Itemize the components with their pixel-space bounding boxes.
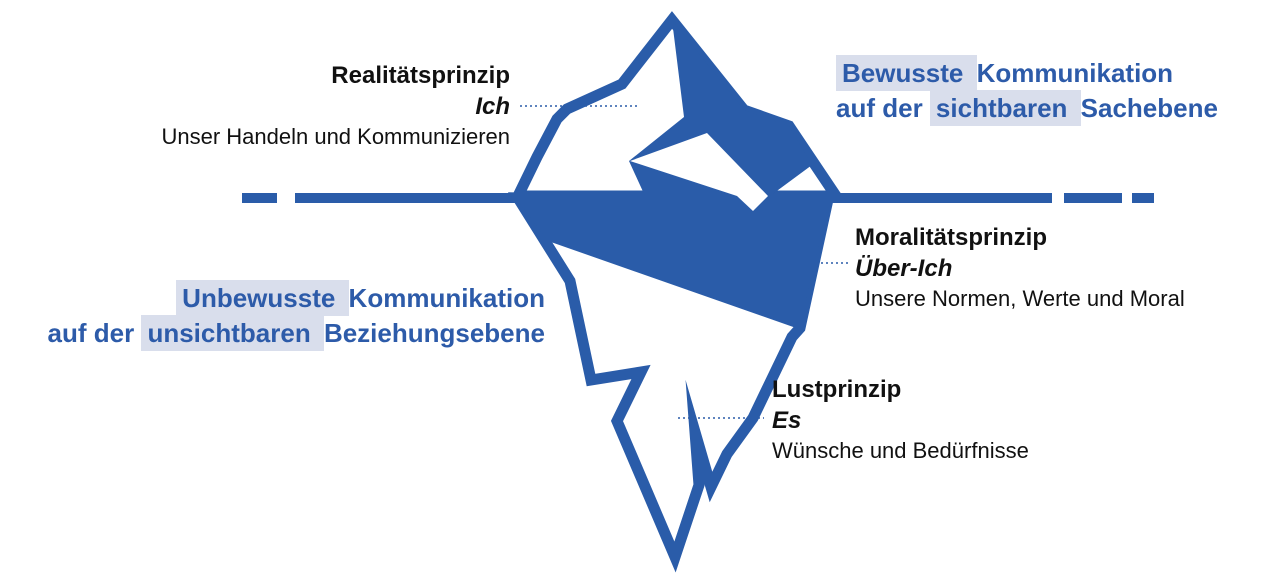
label-pleasure-ego: Es xyxy=(772,407,802,434)
banner-unconscious-line2-start: auf der xyxy=(47,318,142,348)
waterline-segment-left xyxy=(295,193,545,203)
label-pleasure-desc: Wünsche und Bedürfnisse xyxy=(772,438,1029,463)
banner-conscious: Bewusste Kommunikation auf der sichtbare… xyxy=(836,55,1218,126)
iceberg-white-wedge xyxy=(630,133,768,211)
banner-conscious-line2-rest: Sachebene xyxy=(1080,93,1218,123)
label-pleasure: Lustprinzip Es Wünsche und Bedürfnisse xyxy=(772,374,1029,466)
banner-unconscious-line2-rest: Beziehungsebene xyxy=(323,318,545,348)
waterline-dash-far-left xyxy=(242,193,277,203)
banner-conscious-line2-start: auf der xyxy=(836,93,930,123)
highlight-bewusste: Bewusste xyxy=(836,55,977,91)
banner-conscious-line1-rest: Kommunikation xyxy=(976,58,1174,88)
highlight-unbewusste: Unbewusste xyxy=(176,280,349,316)
banner-conscious-line2: auf der sichtbaren Sachebene xyxy=(836,90,1218,126)
label-reality-title: Realitätsprinzip xyxy=(331,62,510,89)
banner-unconscious-line1-rest: Kommunikation xyxy=(348,283,545,313)
iceberg-below-shadow-fill xyxy=(514,193,841,329)
highlight-unsichtbaren: unsichtbaren xyxy=(141,315,324,351)
label-morality-desc: Unsere Normen, Werte und Moral xyxy=(855,286,1185,311)
banner-unconscious-line2: auf der unsichtbaren Beziehungsebene xyxy=(47,315,545,351)
label-reality-desc: Unser Handeln und Kommunizieren xyxy=(161,124,510,149)
waterline-segment-right xyxy=(828,193,1052,203)
banner-unconscious-line1: Unbewusste Kommunikation xyxy=(48,280,545,316)
label-morality: Moralitätsprinzip Über-Ich Unsere Normen… xyxy=(855,222,1185,314)
label-morality-ego: Über-Ich xyxy=(855,255,953,282)
label-pleasure-title: Lustprinzip xyxy=(772,376,902,403)
label-reality: Realitätsprinzip Ich Unser Handeln und K… xyxy=(161,60,510,152)
banner-conscious-line1: Bewusste Kommunikation xyxy=(836,55,1218,91)
waterline-dash-far-right xyxy=(1132,193,1154,203)
label-morality-title: Moralitätsprinzip xyxy=(855,224,1048,251)
waterline-dash-right xyxy=(1064,193,1122,203)
highlight-sichtbaren: sichtbaren xyxy=(929,90,1081,126)
banner-unconscious: Unbewusste Kommunikation auf der unsicht… xyxy=(47,280,545,351)
label-reality-ego: Ich xyxy=(475,93,510,120)
